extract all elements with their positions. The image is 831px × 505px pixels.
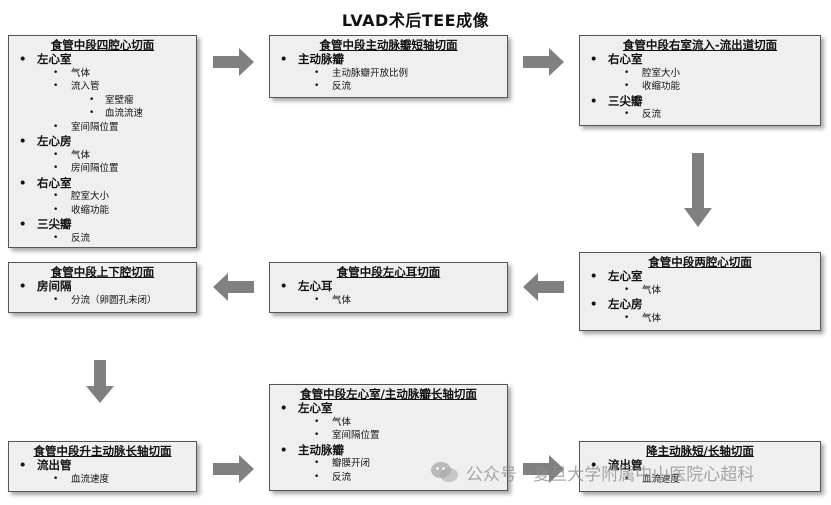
arrow-left-icon bbox=[523, 273, 564, 301]
item-list: 左心室气体流入管室壁瘤血流流速室间隔位置左心房气体房间隔位置右心室腔室大小收缩功… bbox=[15, 52, 190, 245]
sub-bullet-item: 反流 bbox=[276, 80, 501, 94]
arrow-right-icon bbox=[523, 48, 564, 76]
item-list: 流出管血流速度 bbox=[586, 458, 814, 486]
box-title: 食管中段左心耳切面 bbox=[336, 265, 441, 279]
sub-bullet-item: 房间隔位置 bbox=[15, 162, 190, 176]
item-list: 房间隔分流（卵圆孔未闭） bbox=[15, 279, 190, 307]
item-list: 左心耳气体 bbox=[276, 279, 501, 307]
sub-bullet-item: 气体 bbox=[276, 416, 501, 430]
box-me-bicaval: 食管中段上下腔切面 房间隔分流（卵圆孔未闭） bbox=[8, 262, 197, 313]
box-me-aortic-valve-sax: 食管中段主动脉瓣短轴切面 主动脉瓣主动脉瓣开放比例反流 bbox=[269, 35, 508, 98]
sub-bullet-item: 收缩功能 bbox=[586, 80, 814, 94]
bullet-item: 房间隔 bbox=[15, 279, 190, 294]
sub-bullet-item: 反流 bbox=[276, 471, 501, 485]
bullet-item: 左心房 bbox=[586, 297, 814, 312]
sub-bullet-item: 分流（卵圆孔未闭） bbox=[15, 294, 190, 308]
sub-bullet-item: 流入管 bbox=[15, 80, 190, 94]
arrow-down-icon bbox=[86, 360, 114, 403]
box-title: 食管中段左心室/主动脉瓣长轴切面 bbox=[300, 387, 477, 401]
bullet-item: 左心室 bbox=[276, 401, 501, 416]
arrow-right-icon bbox=[523, 455, 564, 483]
box-me-laa: 食管中段左心耳切面 左心耳气体 bbox=[269, 262, 508, 313]
box-title: 食管中段上下腔切面 bbox=[50, 265, 155, 279]
sub-bullet-item: 反流 bbox=[15, 232, 190, 246]
sub-bullet-item: 气体 bbox=[586, 284, 814, 298]
bullet-item: 流出管 bbox=[586, 458, 814, 473]
bullet-item: 左心室 bbox=[15, 52, 190, 67]
bullet-item: 右心室 bbox=[15, 176, 190, 191]
box-me-ascending-aorta-lax: 食管中段升主动脉长轴切面 流出管血流速度 bbox=[8, 441, 197, 492]
box-title: 降主动脉短/长轴切面 bbox=[646, 444, 754, 458]
bullet-item: 左心室 bbox=[586, 269, 814, 284]
box-title: 食管中段四腔心切面 bbox=[50, 38, 155, 52]
arrow-right-icon bbox=[213, 455, 254, 483]
sub-bullet-item: 腔室大小 bbox=[586, 67, 814, 81]
sub-bullet-item: 气体 bbox=[15, 149, 190, 163]
box-title: 食管中段主动脉瓣短轴切面 bbox=[319, 38, 458, 52]
sub-bullet-item: 气体 bbox=[276, 294, 501, 308]
arrow-right-icon bbox=[213, 48, 254, 76]
diagram-title: LVAD术后TEE成像 bbox=[341, 11, 490, 30]
box-me-two-chamber: 食管中段两腔心切面 左心室气体左心房气体 bbox=[579, 252, 821, 331]
sub-bullet-item: 收缩功能 bbox=[15, 204, 190, 218]
box-title: 食管中段右室流入-流出道切面 bbox=[622, 38, 778, 52]
item-list: 右心室腔室大小收缩功能三尖瓣反流 bbox=[586, 52, 814, 122]
item-list: 左心室气体室间隔位置主动脉瓣瓣膜开闭反流 bbox=[276, 401, 501, 484]
sub-bullet-item: 气体 bbox=[15, 67, 190, 81]
item-list: 流出管血流速度 bbox=[15, 458, 190, 486]
arrow-left-icon bbox=[213, 273, 254, 301]
bullet-item: 主动脉瓣 bbox=[276, 443, 501, 458]
sub-sub-bullet-item: 室壁瘤 bbox=[15, 94, 190, 108]
sub-sub-bullet-item: 血流流速 bbox=[15, 107, 190, 121]
box-me-rv-inflow-outflow: 食管中段右室流入-流出道切面 右心室腔室大小收缩功能三尖瓣反流 bbox=[579, 35, 821, 126]
box-title: 食管中段两腔心切面 bbox=[648, 255, 752, 269]
bullet-item: 流出管 bbox=[15, 458, 190, 473]
item-list: 主动脉瓣主动脉瓣开放比例反流 bbox=[276, 52, 501, 94]
box-title: 食管中段升主动脉长轴切面 bbox=[33, 444, 172, 458]
sub-bullet-item: 反流 bbox=[586, 108, 814, 122]
sub-bullet-item: 腔室大小 bbox=[15, 190, 190, 204]
sub-bullet-item: 血流速度 bbox=[586, 473, 814, 487]
sub-bullet-item: 血流速度 bbox=[15, 473, 190, 487]
arrow-down-icon bbox=[684, 153, 712, 227]
sub-bullet-item: 室间隔位置 bbox=[276, 429, 501, 443]
bullet-item: 左心耳 bbox=[276, 279, 501, 294]
sub-bullet-item: 主动脉瓣开放比例 bbox=[276, 67, 501, 81]
bullet-item: 三尖瓣 bbox=[586, 94, 814, 109]
bullet-item: 左心房 bbox=[15, 134, 190, 149]
sub-bullet-item: 气体 bbox=[586, 312, 814, 326]
bullet-item: 右心室 bbox=[586, 52, 814, 67]
sub-bullet-item: 瓣膜开闭 bbox=[276, 457, 501, 471]
bullet-item: 三尖瓣 bbox=[15, 217, 190, 232]
item-list: 左心室气体左心房气体 bbox=[586, 269, 814, 325]
box-me-lv-aortic-valve-lax: 食管中段左心室/主动脉瓣长轴切面 左心室气体室间隔位置主动脉瓣瓣膜开闭反流 bbox=[269, 384, 508, 491]
box-descending-aorta: 降主动脉短/长轴切面 流出管血流速度 bbox=[579, 441, 821, 492]
sub-bullet-item: 室间隔位置 bbox=[15, 121, 190, 135]
box-me-four-chamber: 食管中段四腔心切面 左心室气体流入管室壁瘤血流流速室间隔位置左心房气体房间隔位置… bbox=[8, 35, 197, 248]
bullet-item: 主动脉瓣 bbox=[276, 52, 501, 67]
